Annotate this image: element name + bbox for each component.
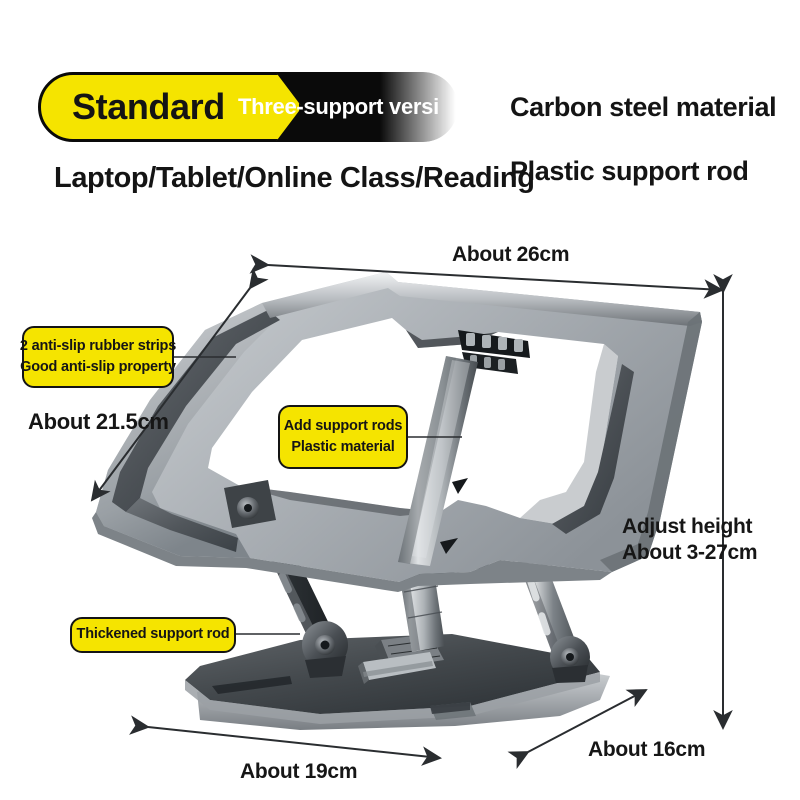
upper-diagonal-brace <box>398 356 478 566</box>
callout-support-rods-line1: Add support rods <box>283 418 403 435</box>
dimension-label-base-depth: About 16cm <box>588 738 706 761</box>
callout-thickened-rod: Thickened support rod <box>70 617 236 653</box>
dimension-label-adjust-range: About 3-27cm <box>622 541 758 564</box>
callout-anti-slip-line2: Good anti-slip property <box>20 358 176 375</box>
badge-yellow-panel <box>38 72 302 142</box>
callout-support-rods-line2: Plastic material <box>291 438 395 455</box>
dimension-label-width: About 26cm <box>452 243 570 266</box>
dimension-label-depth: About 21.5cm <box>28 409 169 434</box>
carbon-steel-headline: Carbon steel material <box>510 92 777 122</box>
usage-headline: Laptop/Tablet/Online Class/Reading <box>54 162 535 194</box>
badge-subtitle: Three-support versi <box>238 94 439 119</box>
dimension-label-adjust-height: Adjust height <box>622 515 753 538</box>
standard-badge: Standard Three-support versi <box>38 72 458 142</box>
callout-thickened-rod-line1: Thickened support rod <box>76 626 230 643</box>
plastic-rod-headline: Plastic support rod <box>510 156 749 186</box>
callout-support-rods: Add support rods Plastic material <box>278 405 408 469</box>
tray-hinge-left <box>224 480 276 528</box>
callout-anti-slip-line1: 2 anti-slip rubber strips <box>19 338 177 355</box>
top-ratchet-clip <box>458 330 530 374</box>
callout-anti-slip: 2 anti-slip rubber strips Good anti-slip… <box>19 326 177 388</box>
badge-title: Standard <box>72 86 225 127</box>
dimension-label-base-width: About 19cm <box>240 760 358 783</box>
